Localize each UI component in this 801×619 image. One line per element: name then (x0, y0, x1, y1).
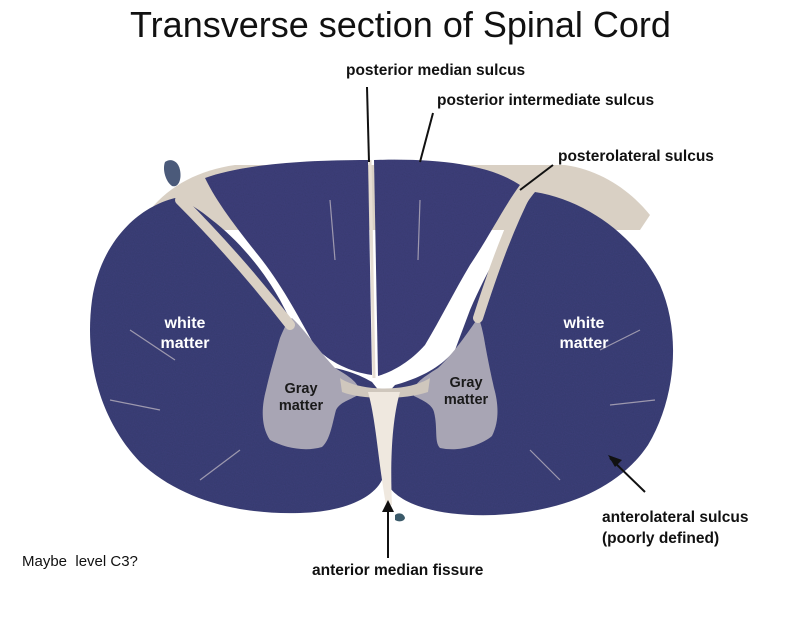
leader-lines (366, 86, 646, 558)
anterior-median-fissure (368, 392, 400, 505)
gray-matter-left (262, 318, 359, 450)
arrowhead-anterior-median (382, 500, 394, 512)
leader-posterolateral (519, 164, 554, 191)
leader-posterior-intermediate (419, 112, 434, 163)
dorsal-root-entry-left (175, 195, 295, 330)
region-gray-matter-left-line1: Gray (284, 381, 318, 397)
dorsal-root-entry-right (473, 185, 533, 323)
tissue-fragment-bottom (395, 513, 405, 522)
gray-commissure (340, 378, 430, 398)
region-gray-matter-left: Gray matter (268, 381, 334, 415)
label-posterolateral-sulcus: posterolateral sulcus (558, 148, 714, 165)
radial-vessels (109, 199, 656, 481)
region-white-matter-right-line1: white (563, 315, 605, 332)
dorsal-column-right (374, 159, 520, 376)
label-posterior-intermediate-sulcus: posterior intermediate sulcus (437, 92, 655, 109)
diagram-title: Transverse section of Spinal Cord (130, 4, 671, 45)
label-posterior-median-sulcus: posterior median sulcus (346, 62, 526, 79)
region-white-matter-left: white matter (150, 314, 220, 354)
region-gray-matter-left-line2: matter (278, 398, 324, 414)
posterior-median-septum (368, 159, 376, 379)
region-white-matter-left-line2: matter (160, 335, 210, 352)
arrowhead-anterolateral (608, 455, 622, 467)
region-white-matter-left-line1: white (164, 315, 206, 332)
region-gray-matter-right: Gray matter (433, 375, 499, 409)
label-anterolateral-sulcus-line2: (poorly defined) (602, 530, 720, 547)
region-gray-matter-right-line2: matter (443, 392, 489, 408)
label-anterior-median-fissure: anterior median fissure (312, 562, 484, 579)
tissue-fragment-top-left (163, 160, 181, 187)
region-white-matter-right: white matter (548, 314, 620, 354)
level-note: Maybe level C3? (22, 553, 138, 570)
label-anterolateral-sulcus-line1: anterolateral sulcus (602, 509, 749, 526)
region-gray-matter-right-line1: Gray (449, 375, 483, 391)
gray-matter-right (413, 318, 498, 450)
label-anterolateral-sulcus: anterolateral sulcus (poorly defined) (602, 507, 748, 549)
leader-posterior-median (366, 86, 370, 163)
dorsal-column-left (205, 160, 372, 375)
region-white-matter-right-line2: matter (559, 335, 609, 352)
